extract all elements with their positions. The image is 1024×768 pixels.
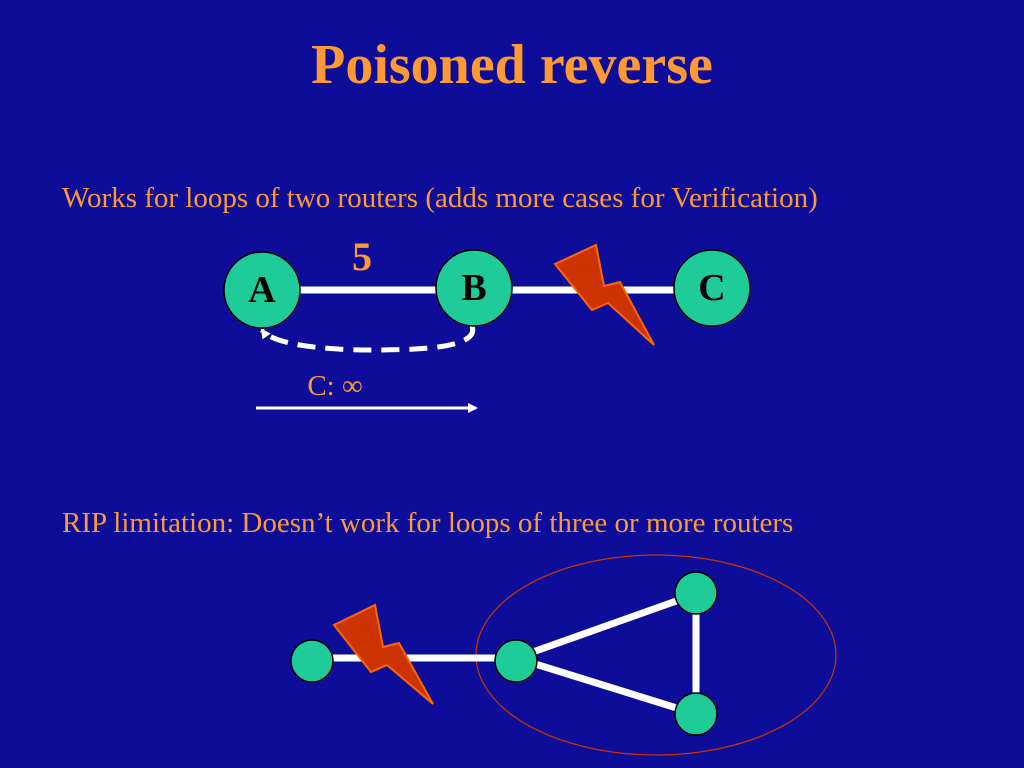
router-node-loop-left bbox=[494, 639, 538, 683]
link-failure-lightning-icon bbox=[553, 243, 655, 346]
limitation-statement: RIP limitation: Doesn’t work for loops o… bbox=[62, 507, 794, 539]
router-node-stub bbox=[290, 639, 334, 683]
router-a-node: A bbox=[223, 251, 301, 329]
link-loop-bottom bbox=[514, 654, 698, 718]
router-b-node: B bbox=[435, 249, 513, 327]
router-a-label: A bbox=[248, 269, 276, 311]
slide-title: Poisoned reverse bbox=[311, 34, 713, 96]
router-node-loop-top bbox=[674, 571, 718, 615]
three-router-diagram bbox=[290, 554, 837, 756]
advertisement-label: C: ∞ bbox=[307, 370, 362, 402]
works-statement: Works for loops of two routers (adds mor… bbox=[62, 182, 818, 214]
two-router-diagram: A B C 5 C: ∞ bbox=[223, 234, 751, 413]
link-cost-label: 5 bbox=[352, 234, 372, 279]
router-c-label: C bbox=[698, 267, 725, 309]
link-loop-top bbox=[514, 590, 698, 662]
dashed-loop-arrow bbox=[259, 325, 476, 353]
link-failure-lightning-icon-2 bbox=[332, 603, 434, 705]
router-c-node: C bbox=[673, 249, 751, 327]
router-node-loop-bottom bbox=[674, 692, 718, 736]
router-b-label: B bbox=[461, 267, 486, 309]
